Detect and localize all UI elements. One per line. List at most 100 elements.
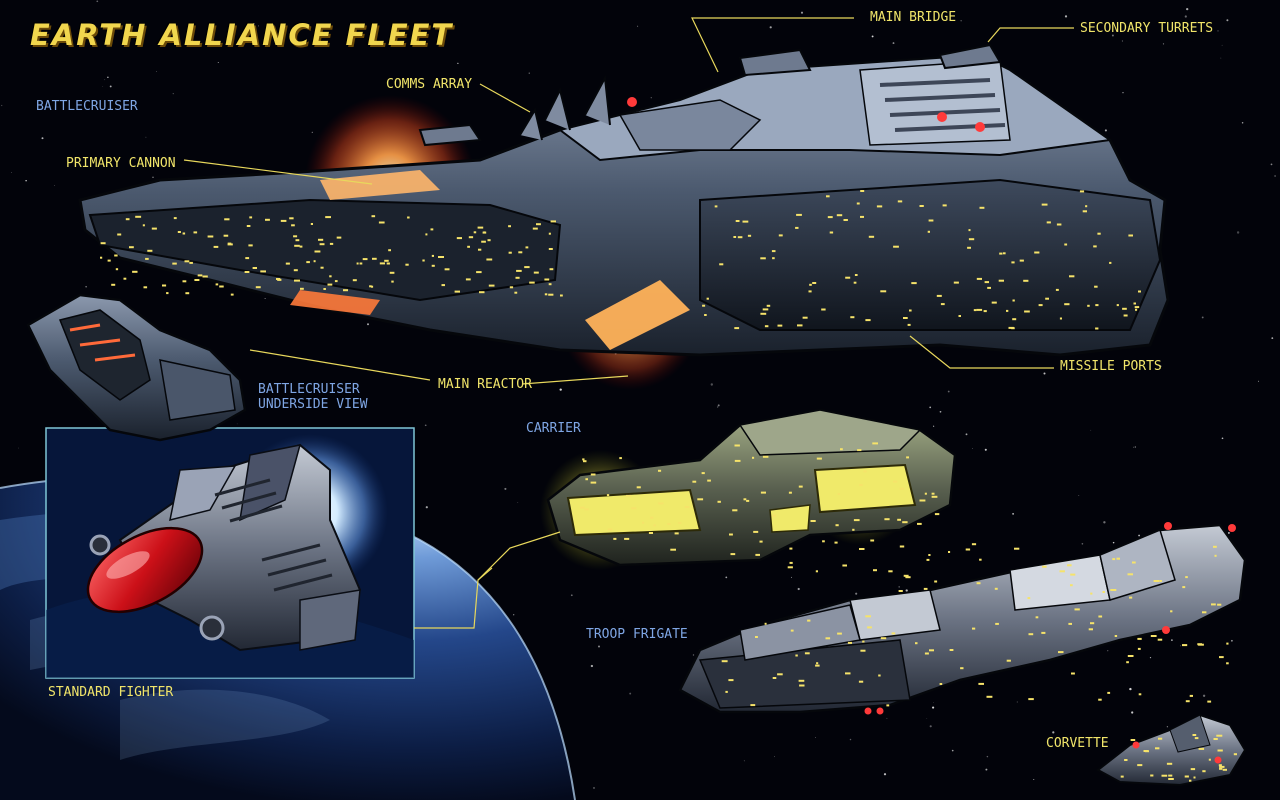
hull-light (1159, 580, 1162, 582)
star (154, 161, 157, 163)
hull-light (1198, 643, 1204, 646)
hull-light (525, 246, 529, 249)
hull-light (352, 279, 357, 282)
star (559, 388, 562, 391)
hull-light (893, 245, 899, 248)
hull-light (467, 245, 470, 248)
hull-light (1145, 750, 1149, 753)
hull-light (788, 491, 792, 494)
hull-light (1218, 764, 1222, 767)
hull-light (897, 518, 901, 521)
hull-light (903, 317, 908, 319)
star (951, 749, 954, 752)
hull-light (1014, 547, 1020, 550)
hull-light (1217, 749, 1223, 752)
hull-light (1011, 261, 1015, 264)
hull-light (1087, 304, 1090, 307)
hull-light (1202, 611, 1207, 614)
page-title: EARTH ALLIANCE FLEET (30, 18, 454, 52)
hull-light (752, 456, 755, 459)
hull-light (1133, 302, 1136, 305)
star (849, 738, 852, 741)
hull-light (878, 674, 881, 677)
hull-light (915, 642, 918, 645)
hull-light (821, 308, 826, 311)
star (424, 424, 427, 427)
hull-light (835, 524, 839, 527)
hull-light (1226, 662, 1229, 665)
star (85, 286, 87, 288)
star (1107, 650, 1109, 652)
hull-light (515, 276, 520, 279)
hull-light (1023, 279, 1029, 282)
star (965, 433, 968, 436)
hull-light (389, 271, 395, 274)
underside-view-label-line2: UNDERSIDE VIEW (258, 397, 368, 412)
star (145, 136, 147, 138)
star (107, 76, 109, 78)
hull-light (1109, 261, 1112, 264)
hull-light (998, 279, 1004, 282)
hull-light (197, 274, 203, 277)
star (898, 586, 901, 588)
hull-light (1134, 306, 1140, 309)
hull-light (968, 229, 971, 232)
star (1104, 129, 1107, 132)
star (743, 760, 745, 762)
star (11, 172, 12, 173)
hull-light (1085, 205, 1088, 208)
hull-light (166, 292, 169, 295)
hull-light (859, 484, 863, 486)
hull-light (815, 664, 820, 667)
hull-light (827, 216, 833, 219)
hull-light (117, 233, 122, 236)
hull-light (746, 499, 750, 502)
hull-light (1138, 290, 1141, 293)
hull-light (856, 202, 860, 205)
hull-light (1170, 610, 1173, 613)
hull-light (407, 216, 410, 219)
hull-light (907, 323, 911, 326)
star (197, 41, 199, 44)
hull-light (1182, 644, 1188, 647)
hull-light (518, 251, 523, 254)
hull-light (905, 576, 911, 579)
hull-light (934, 580, 938, 583)
hull-light (544, 293, 548, 296)
hull-light (516, 269, 522, 272)
hull-light (658, 469, 662, 472)
hull-light (1093, 245, 1097, 248)
hull-light (334, 280, 338, 283)
hull-light (1056, 223, 1062, 226)
star (1184, 15, 1187, 18)
star (236, 423, 238, 425)
hull-light (971, 543, 977, 546)
hull-light (1213, 738, 1218, 740)
hull-light (1079, 190, 1085, 193)
hull-light (265, 218, 270, 221)
hull-light (728, 679, 734, 682)
star (886, 717, 888, 719)
hull-light (246, 225, 251, 227)
star (929, 406, 932, 409)
hull-light (807, 619, 811, 622)
hull-light (1193, 776, 1196, 779)
hull-light (544, 278, 550, 281)
hull-light (802, 316, 808, 319)
hull-light (135, 215, 142, 218)
carrier-ship (540, 408, 957, 570)
hull-light (1069, 275, 1075, 278)
hull-light (294, 279, 300, 282)
hull-light (929, 649, 934, 652)
hull-light (249, 216, 253, 219)
hull-light (1122, 307, 1127, 310)
hull-light (928, 219, 934, 222)
hull-light (306, 261, 310, 264)
hull-light (129, 246, 134, 249)
hull-light (172, 262, 177, 265)
hull-light (151, 227, 157, 230)
hull-light (276, 278, 281, 280)
hull-light (1194, 737, 1199, 740)
hull-light (857, 449, 862, 452)
